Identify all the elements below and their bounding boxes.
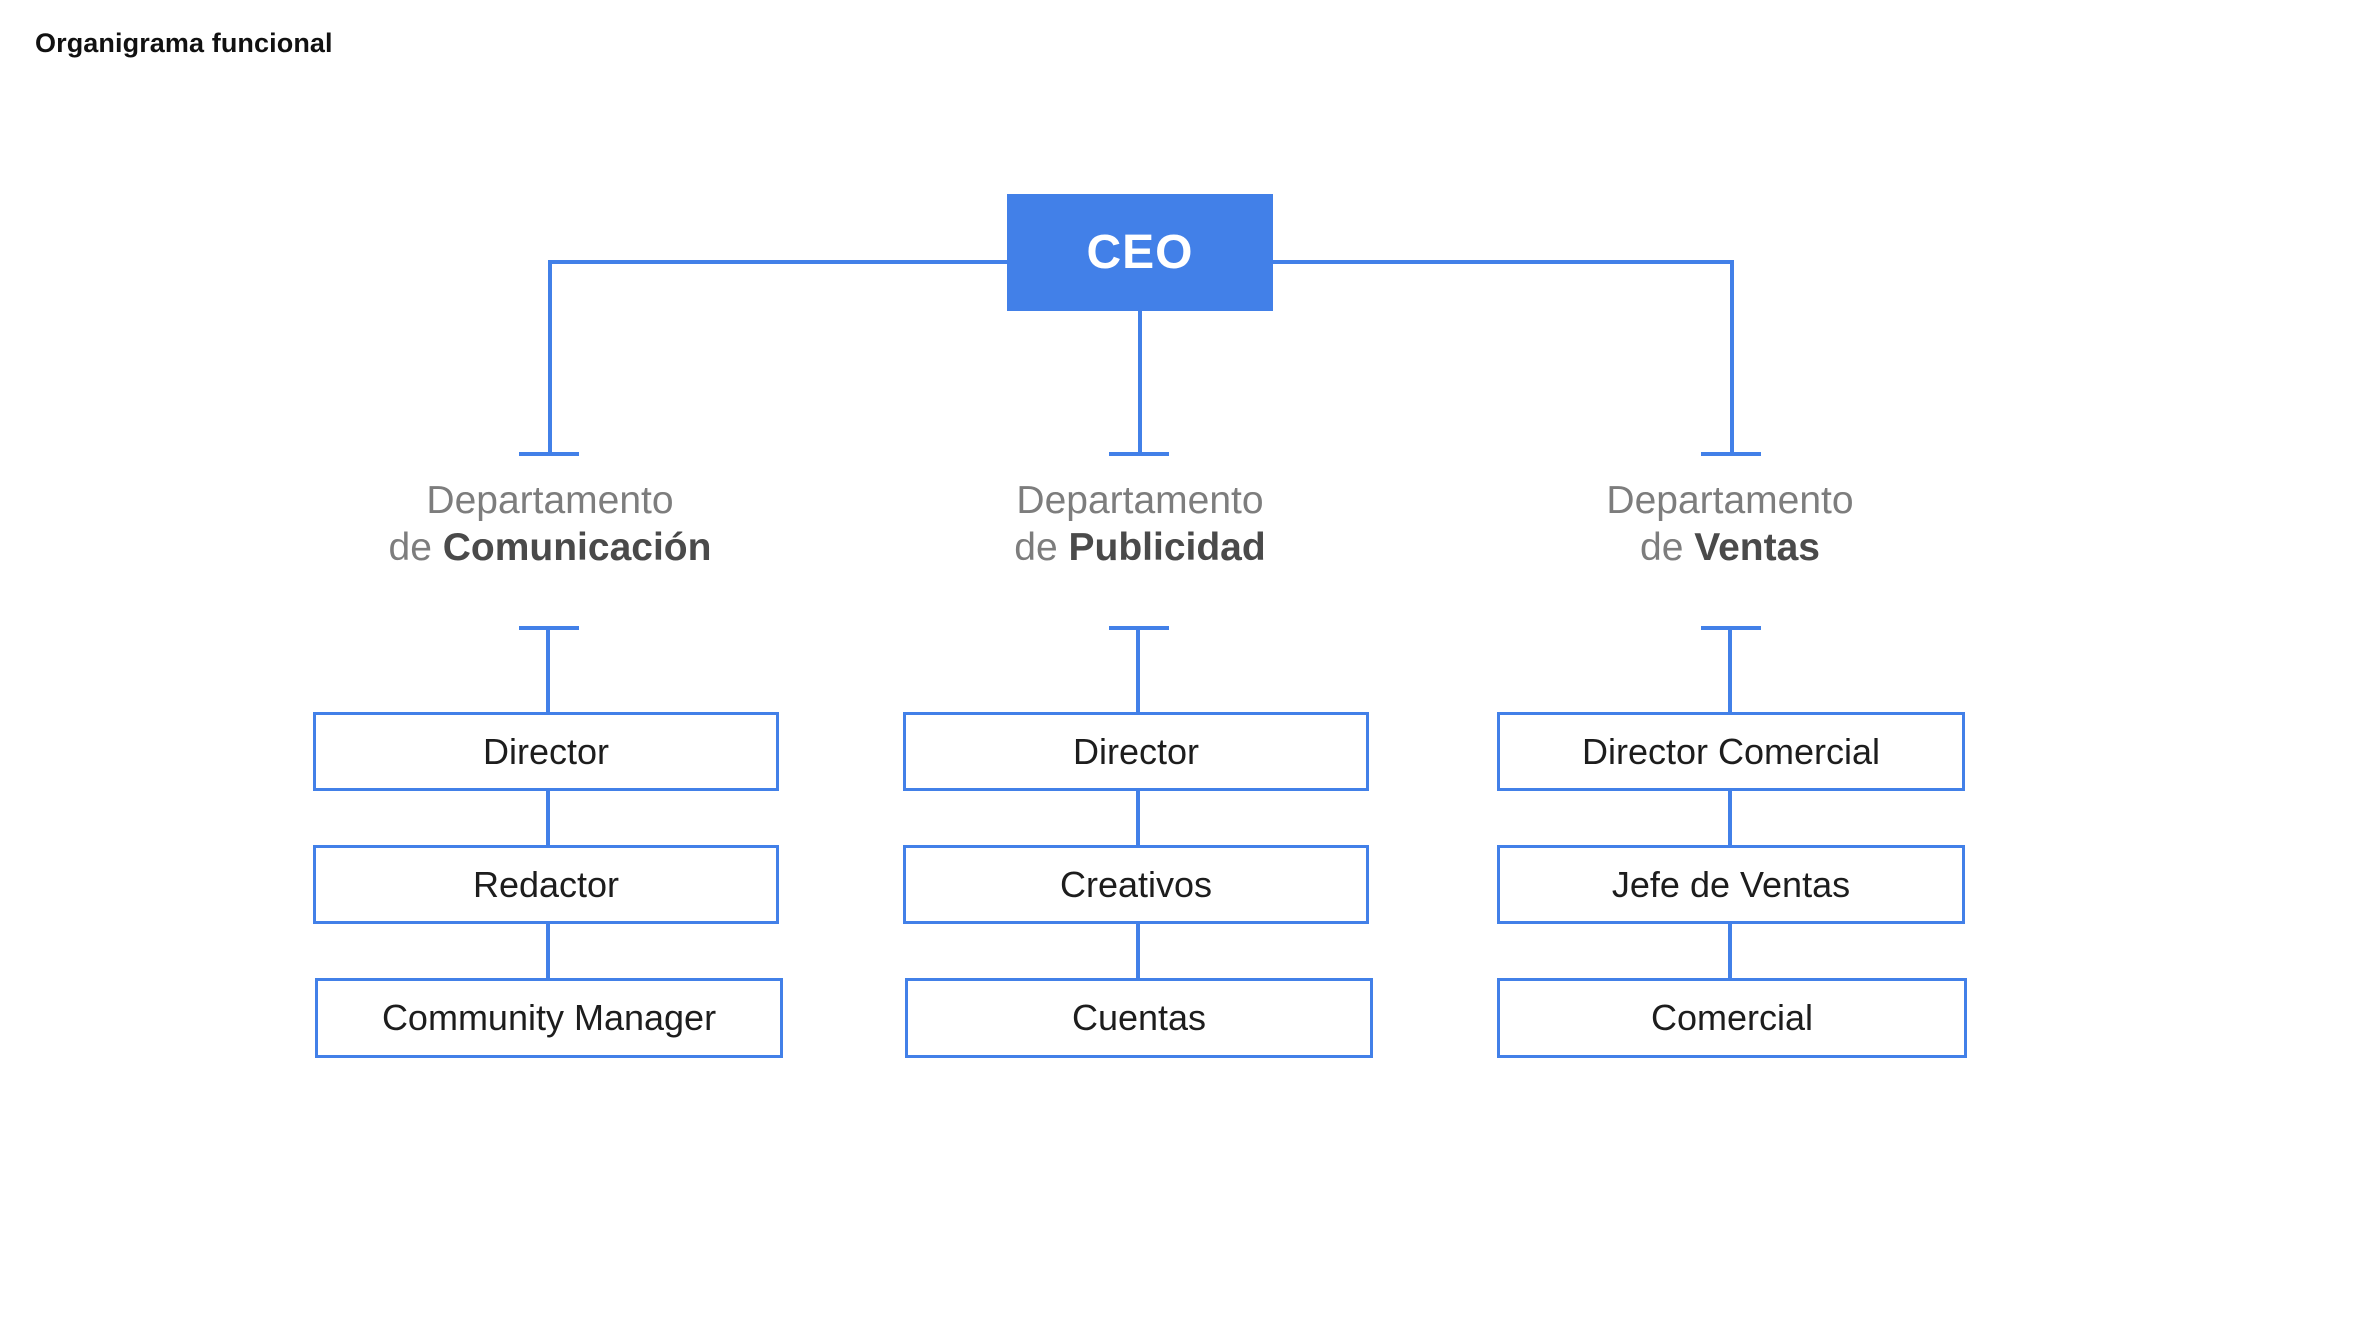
connector-ventas-2-3	[1728, 923, 1732, 979]
role-label: Cuentas	[1071, 997, 1207, 1038]
ceo-node[interactable]: CEO	[1007, 194, 1273, 311]
department-label-prefix: de	[1014, 525, 1069, 569]
role-box-ventas-director-comercial[interactable]: Director Comercial	[1497, 712, 1965, 791]
connector-dept-drop-comunicacion	[546, 626, 550, 715]
role-label: Director Comercial	[1581, 730, 1881, 772]
department-label-line2: de Ventas	[1470, 525, 1990, 572]
department-label-line1: Departamento	[1606, 479, 1854, 522]
department-label-name: Comunicación	[442, 525, 712, 569]
role-box-publicidad-cuentas[interactable]: Cuentas	[905, 978, 1373, 1058]
ceo-node-label: CEO	[1086, 225, 1194, 279]
role-label: Director	[482, 730, 610, 772]
department-label-prefix: de	[1640, 525, 1695, 569]
connector-comunicacion-1-2	[546, 790, 550, 846]
department-label-prefix: de	[388, 525, 443, 569]
role-box-comunicacion-director[interactable]: Director	[313, 712, 779, 791]
department-label-line2: de Comunicación	[290, 525, 810, 572]
role-label: Jefe de Ventas	[1611, 863, 1851, 905]
connector-dept-drop-publicidad	[1136, 626, 1140, 715]
role-label: Community Manager	[381, 997, 717, 1038]
connector-cap-publicidad	[1109, 452, 1169, 456]
role-label: Redactor	[472, 863, 620, 905]
connector-ceo-drop-comunicacion	[548, 260, 552, 456]
role-label: Comercial	[1650, 997, 1814, 1038]
role-box-ventas-comercial[interactable]: Comercial	[1497, 978, 1967, 1058]
role-box-publicidad-director[interactable]: Director	[903, 712, 1369, 791]
connector-cap-ventas	[1701, 452, 1761, 456]
connector-ceo-drop-publicidad	[1138, 310, 1142, 456]
connector-publicidad-1-2	[1136, 790, 1140, 846]
department-label-ventas: Departamento de Ventas	[1470, 478, 1990, 572]
department-label-line2: de Publicidad	[880, 525, 1400, 572]
department-label-line1: Departamento	[1016, 479, 1264, 522]
connector-ventas-1-2	[1728, 790, 1732, 846]
connector-cap-comunicacion	[519, 452, 579, 456]
role-box-ventas-jefe-de-ventas[interactable]: Jefe de Ventas	[1497, 845, 1965, 924]
department-label-name: Publicidad	[1068, 525, 1266, 569]
connector-ceo-horizontal-right	[1271, 260, 1734, 264]
department-label-name: Ventas	[1694, 525, 1820, 569]
role-label: Director	[1072, 730, 1200, 772]
department-label-line1: Departamento	[426, 479, 674, 522]
department-label-publicidad: Departamento de Publicidad	[880, 478, 1400, 572]
connector-dept-drop-ventas	[1728, 626, 1732, 715]
department-label-comunicacion: Departamento de Comunicación	[290, 478, 810, 572]
role-box-publicidad-creativos[interactable]: Creativos	[903, 845, 1369, 924]
role-box-comunicacion-redactor[interactable]: Redactor	[313, 845, 779, 924]
role-label: Creativos	[1059, 863, 1213, 905]
connector-comunicacion-2-3	[546, 923, 550, 979]
role-box-comunicacion-community-manager[interactable]: Community Manager	[315, 978, 783, 1058]
page-title: Organigrama funcional	[35, 28, 333, 58]
connector-ceo-horizontal-left	[548, 260, 1009, 264]
connector-publicidad-2-3	[1136, 923, 1140, 979]
connector-ceo-drop-ventas	[1730, 260, 1734, 456]
